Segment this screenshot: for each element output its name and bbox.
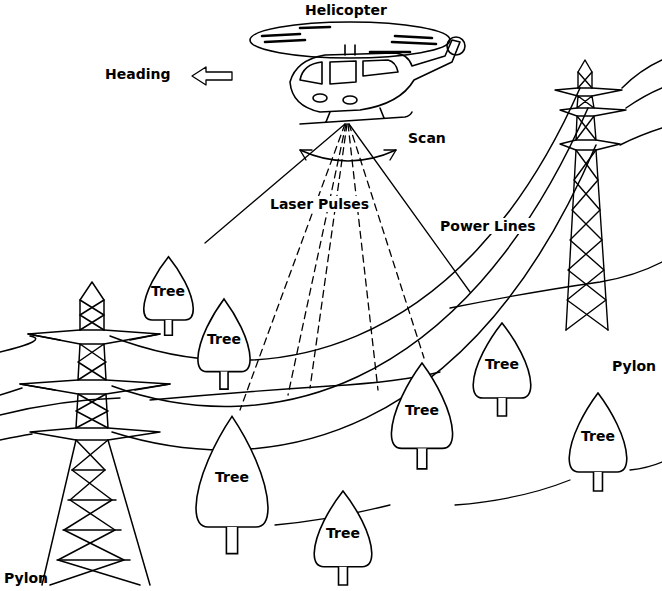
text-label: Helicopter: [305, 2, 387, 18]
tree-node: Tree: [311, 490, 375, 586]
heading-arrow: [192, 67, 232, 85]
text-label: Laser Pulses: [268, 196, 371, 212]
tree-label: Tree: [485, 357, 519, 372]
tree-label: Tree: [581, 429, 615, 444]
tree-label: Tree: [207, 332, 241, 347]
tree-label: Tree: [326, 526, 360, 541]
terrain-lines: [0, 262, 662, 525]
tree-node: Tree: [141, 256, 196, 336]
text-label: Heading: [105, 66, 170, 82]
scan-arc: [300, 150, 396, 161]
text-label: Scan: [408, 130, 446, 146]
text-label: Power Lines: [438, 218, 538, 234]
tree-node: Tree: [566, 392, 630, 492]
tree-node: Tree: [388, 362, 456, 470]
tree-label: Tree: [405, 403, 439, 418]
pylon-right: [555, 60, 626, 330]
tree-label: Tree: [215, 470, 249, 485]
tree-node: Tree: [470, 322, 534, 417]
tree-label: Tree: [151, 284, 185, 299]
tree-node: Tree: [195, 298, 253, 390]
helicopter: [250, 22, 465, 124]
text-label: Pylon: [4, 570, 48, 586]
pylon-left: [20, 282, 170, 585]
power-lines: [0, 60, 662, 450]
tree-node: Tree: [192, 415, 272, 555]
text-label: Pylon: [610, 358, 658, 374]
